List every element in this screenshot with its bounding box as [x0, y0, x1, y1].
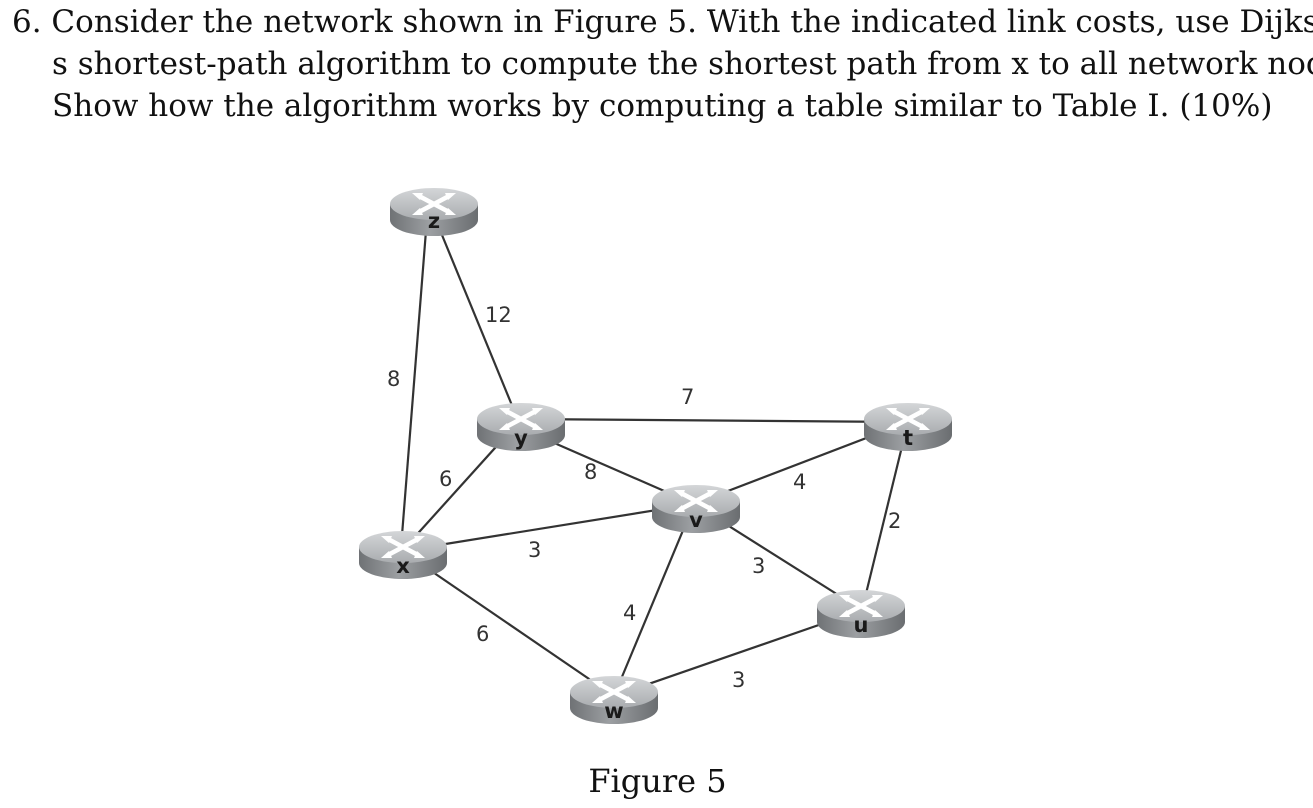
router-y: y: [477, 403, 565, 451]
link-v-w: [612, 503, 696, 697]
question-line-2: s shortest-path algorithm to compute the…: [52, 46, 1313, 82]
router-x: x: [359, 531, 447, 579]
router-label-t: t: [903, 426, 913, 450]
router-label-u: u: [854, 613, 869, 637]
question-line-1: 6. Consider the network shown in Figure …: [12, 4, 1313, 40]
router-label-y: y: [514, 426, 528, 450]
router-label-z: z: [428, 209, 440, 233]
link-y-x: [401, 427, 514, 552]
router-label-x: x: [396, 554, 410, 578]
cost-v-u: 3: [752, 554, 765, 578]
cost-v-t: 4: [793, 470, 806, 494]
cost-z-y: 12: [485, 303, 512, 327]
figure-caption: Figure 5: [0, 761, 1313, 801]
network-diagram: 12 8 7 6 8 4 2 3 3 4 6 3 z y t v x u w: [0, 0, 1313, 760]
router-u: u: [817, 590, 905, 638]
router-label-v: v: [689, 508, 703, 532]
router-v: v: [652, 485, 740, 533]
link-z-x: [399, 217, 429, 549]
router-t: t: [864, 403, 952, 451]
router-label-w: w: [604, 699, 623, 723]
link-z-y: [433, 217, 520, 421]
cost-y-v: 8: [584, 460, 597, 484]
cost-y-x: 6: [439, 467, 452, 491]
question-line-3: Show how the algorithm works by computin…: [52, 88, 1273, 124]
link-x-v: [401, 502, 695, 553]
cost-z-x: 8: [387, 367, 400, 391]
link-x-w: [401, 550, 615, 697]
cost-y-t: 7: [681, 385, 694, 409]
link-t-u: [860, 421, 910, 611]
cost-v-w: 4: [623, 601, 636, 625]
router-z: z: [390, 188, 478, 236]
cost-x-w: 6: [476, 622, 489, 646]
router-w: w: [570, 676, 658, 724]
cost-x-v: 3: [528, 538, 541, 562]
cost-t-u: 2: [888, 509, 901, 533]
cost-w-u: 3: [732, 668, 745, 692]
link-y-t: [519, 417, 909, 424]
figure-caption-text: Figure 5: [588, 762, 727, 800]
